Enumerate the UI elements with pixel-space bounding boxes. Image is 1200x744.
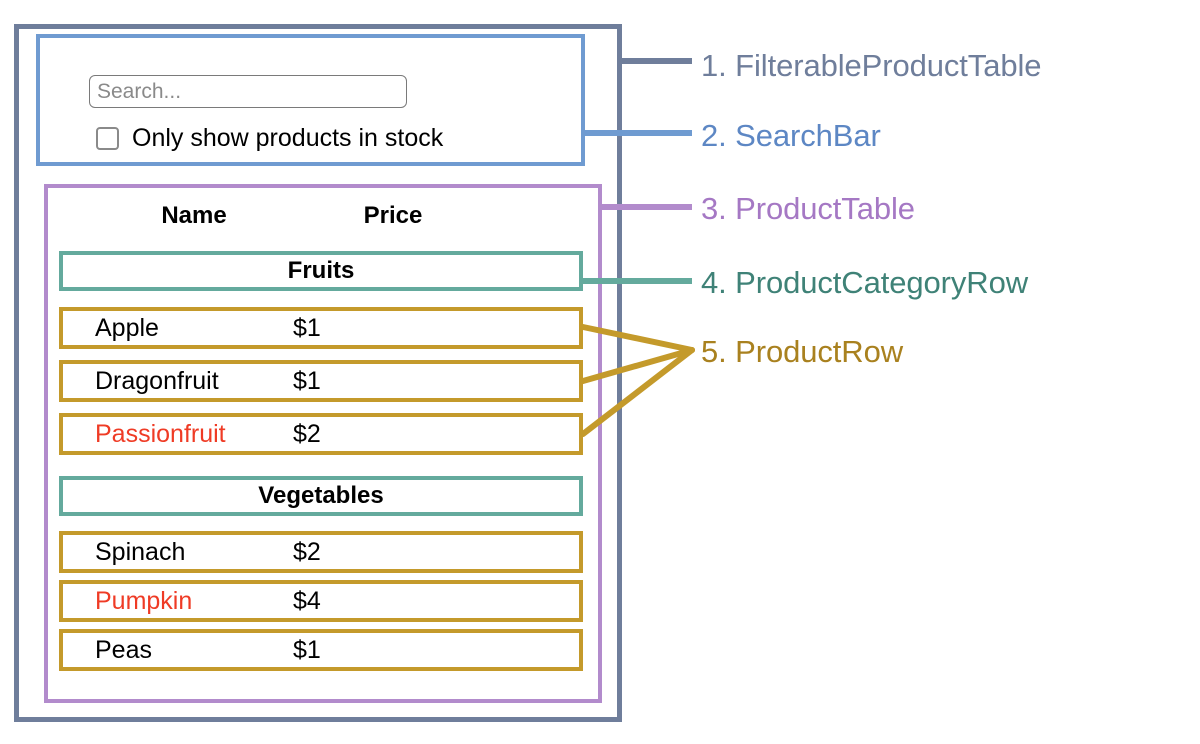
product-name: Spinach — [95, 537, 186, 566]
category-label: Vegetables — [258, 482, 384, 509]
product-table-header: Name Price — [60, 199, 588, 233]
product-price: $2 — [293, 537, 321, 566]
product-name: Peas — [95, 635, 152, 664]
product-name: Dragonfruit — [95, 366, 219, 395]
legend-label-product-category-row: 4. ProductCategoryRow — [701, 265, 1029, 300]
product-row: Spinach $2 — [59, 531, 583, 573]
legend-label-search-bar: 2. SearchBar — [701, 118, 881, 153]
product-category-row: Vegetables — [59, 476, 583, 516]
column-header-price: Price — [363, 202, 423, 229]
product-price: $2 — [293, 419, 321, 448]
product-row: Peas $1 — [59, 629, 583, 671]
product-price: $4 — [293, 586, 321, 615]
in-stock-filter-row[interactable]: Only show products in stock — [96, 126, 443, 151]
legend-label-filterable-product-table: 1. FilterableProductTable — [701, 48, 1042, 83]
product-price: $1 — [293, 635, 321, 664]
product-name: Pumpkin — [95, 586, 193, 615]
product-price: $1 — [293, 313, 321, 342]
product-price: $1 — [293, 366, 321, 395]
only-in-stock-label: Only show products in stock — [132, 124, 444, 152]
legend-label-product-table: 3. ProductTable — [701, 191, 915, 226]
search-input[interactable] — [89, 75, 407, 108]
search-bar-boundary — [36, 34, 585, 166]
product-category-row: Fruits — [59, 251, 583, 291]
product-row: Apple $1 — [59, 307, 583, 349]
product-name: Apple — [95, 313, 159, 342]
category-label: Fruits — [287, 257, 355, 284]
legend-label-product-row: 5. ProductRow — [701, 334, 904, 369]
only-in-stock-checkbox[interactable] — [96, 127, 119, 150]
product-name: Passionfruit — [95, 419, 226, 448]
column-header-name: Name — [161, 202, 227, 229]
product-row: Pumpkin $4 — [59, 580, 583, 622]
product-row: Dragonfruit $1 — [59, 360, 583, 402]
product-table-boundary — [44, 184, 602, 703]
product-row: Passionfruit $2 — [59, 413, 583, 455]
